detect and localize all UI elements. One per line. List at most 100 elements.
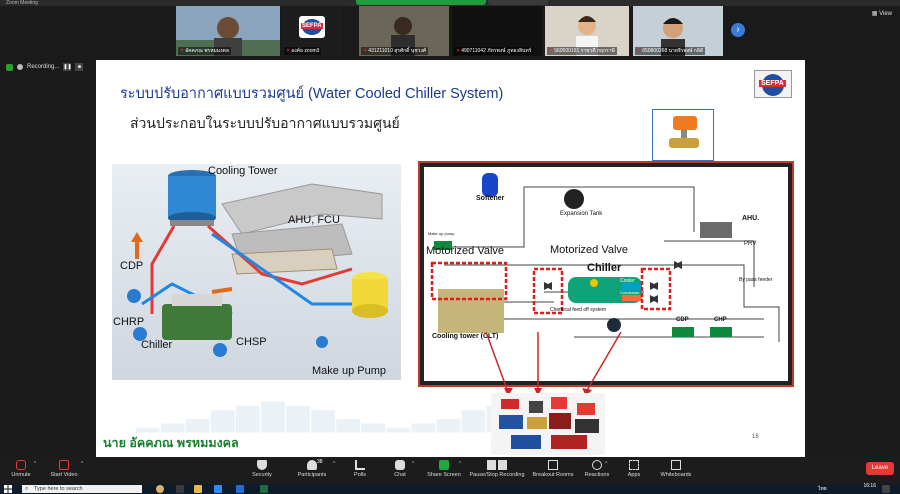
reactions-button[interactable]: Reactions	[582, 457, 612, 484]
label-chp: CHP	[714, 317, 727, 323]
breakout-label: Breakout Rooms	[532, 472, 574, 478]
system-drawing	[127, 170, 388, 357]
start-video-button[interactable]: Start Video	[44, 457, 84, 484]
breakout-rooms-button[interactable]: Breakout Rooms	[530, 457, 576, 484]
language-indicator[interactable]: ไทย	[818, 486, 827, 492]
polls-button[interactable]: Polls	[348, 457, 372, 484]
whiteboards-button[interactable]: Whiteboards	[656, 457, 696, 484]
shared-slide: ระบบปรับอากาศแบบรวมศูนย์ (Water Cooled C…	[96, 60, 805, 457]
mute-icon: ✕	[286, 48, 291, 54]
label-makeup-pump-schematic: Make up pump	[428, 231, 455, 236]
windows-start-icon[interactable]	[4, 485, 12, 493]
unmute-button[interactable]: Unmute	[6, 457, 36, 484]
label-motorized-valve-left: Motorized Valve	[426, 245, 505, 257]
mute-icon: ✕	[180, 48, 185, 54]
participant-tile[interactable]: ✕431211010 สุรศักดิ์ นุชวงศ์	[359, 6, 449, 56]
polls-icon	[355, 460, 365, 470]
share-caret-icon[interactable]: ^	[459, 461, 462, 467]
title-bar: Zoom Meeting	[0, 0, 900, 6]
whiteboards-label: Whiteboards	[660, 472, 692, 478]
taskbar-search-input[interactable]: ⌕ Type here to search	[22, 485, 142, 493]
clock-time: 16:16	[863, 483, 876, 489]
participants-button[interactable]: Participants	[292, 457, 332, 484]
participant-name: อัคคภณ พรหมมงคล	[185, 48, 229, 54]
chat-button[interactable]: Chat	[388, 457, 412, 484]
label-bypass: By pass feeder	[739, 277, 773, 283]
apps-button[interactable]: Apps	[622, 457, 646, 484]
video-caret-icon[interactable]: ^	[81, 461, 84, 467]
security-label: Security	[252, 472, 272, 478]
breakout-rooms-icon	[548, 460, 558, 470]
chiller-system-illustration: Cooling Tower AHU, FCU CDP CHRP Chiller …	[112, 164, 401, 380]
next-page-arrow-icon[interactable]: ›	[731, 23, 745, 37]
share-screen-icon	[439, 460, 449, 470]
participant-avatar: SEFPA	[299, 16, 325, 38]
video-off-icon	[59, 460, 69, 470]
mute-icon: ✕	[456, 48, 461, 54]
participant-tile[interactable]: ✕560500151 ราชวดี กฤกราษี	[545, 6, 629, 56]
apps-label: Apps	[627, 472, 641, 478]
label-ahu-fcu: AHU, FCU	[288, 214, 340, 226]
recording-icon	[17, 64, 23, 70]
mute-icon: ✕	[637, 48, 642, 54]
participant-tile[interactable]: SEFPA ✕องค์ธ zoom3	[282, 6, 342, 56]
meeting-toolbar: Unmute ^ Start Video ^ Security Particip…	[0, 457, 900, 484]
meeting-status-banner	[356, 0, 486, 5]
share-screen-label: Share Screen	[427, 472, 461, 478]
security-button[interactable]: Security	[244, 457, 280, 484]
microphone-muted-icon	[16, 460, 26, 470]
watermark: ▁▂▃▅▆▇▆▅▃▂▁▂▃▅▆▇	[136, 399, 538, 432]
motorized-valve-icon	[669, 116, 699, 148]
stop-recording-icon[interactable]: ■	[75, 63, 84, 71]
label-chsp: CHSP	[236, 336, 267, 348]
participant-tile[interactable]: ✕อัคคภณ พรหมมงคล	[176, 6, 280, 56]
label-cooler: Cooler	[620, 278, 635, 284]
label-chemical: Chemical feed off system	[550, 307, 607, 313]
label-softener: Softener	[476, 195, 505, 202]
valve-photos	[499, 397, 599, 449]
participants-count: 38	[317, 459, 323, 465]
search-placeholder: Type here to search	[34, 486, 83, 492]
participant-tile[interactable]: ✕650800268 นายจีรพงษ์ กลิ่ดี	[633, 6, 723, 56]
participants-caret-icon[interactable]: ^	[333, 461, 336, 467]
recording-label: Recording...	[27, 64, 60, 70]
participant-name: องค์ธ zoom3	[291, 48, 320, 54]
reactions-caret-icon[interactable]: ^	[605, 461, 608, 467]
pause-recording-icon[interactable]: ❚❚	[63, 63, 72, 71]
chat-caret-icon[interactable]: ^	[412, 461, 415, 467]
notifications-icon[interactable]	[882, 485, 890, 493]
share-screen-button[interactable]: Share Screen	[424, 457, 464, 484]
view-button[interactable]: ▦ View	[871, 11, 892, 17]
system-clock[interactable]: 16:16	[863, 484, 876, 489]
shield-icon	[257, 460, 267, 470]
cortana-icon[interactable]	[156, 485, 164, 493]
leave-button[interactable]: Leave	[866, 462, 894, 475]
recording-bar: Recording... ❚❚ ■	[0, 60, 104, 74]
task-view-icon[interactable]	[176, 485, 184, 493]
window-title: Zoom Meeting	[6, 0, 38, 6]
file-explorer-icon[interactable]	[194, 485, 202, 493]
edge-icon[interactable]	[236, 485, 244, 493]
participant-tile[interactable]: ✕490711042 ภัทรพงษ์ ภูทองสินทร์	[452, 6, 542, 56]
windows-taskbar: ⌕ Type here to search ไทย 16:16	[0, 484, 900, 494]
chat-icon	[395, 460, 405, 470]
slide-subtitle: ส่วนประกอบในระบบปรับอากาศแบบรวมศูนย์	[130, 115, 400, 131]
zoom-app-icon[interactable]	[214, 485, 222, 493]
sefpa-logo: SEFPA	[754, 70, 792, 98]
unmute-caret-icon[interactable]: ^	[34, 461, 37, 467]
start-video-label: Start Video	[50, 472, 78, 478]
unmute-label: Unmute	[11, 472, 31, 478]
pointer-arrows	[486, 332, 622, 396]
slide-title: ระบบปรับอากาศแบบรวมศูนย์ (Water Cooled C…	[120, 86, 504, 102]
label-ahu: AHU.	[742, 215, 760, 222]
label-prv: PRV	[744, 241, 757, 247]
label-chrp: CHRP	[113, 316, 145, 328]
label-cdp-schematic: CDP	[676, 317, 689, 323]
mute-icon: ✕	[549, 48, 554, 54]
pause-recording-button[interactable]: Pause/Stop Recording	[468, 457, 526, 484]
excel-icon[interactable]	[260, 485, 268, 493]
label-chiller: Chiller	[141, 339, 173, 351]
shield-icon	[6, 63, 13, 71]
presenter-name: นาย อัคคภณ พรหมมงคล	[103, 436, 239, 450]
